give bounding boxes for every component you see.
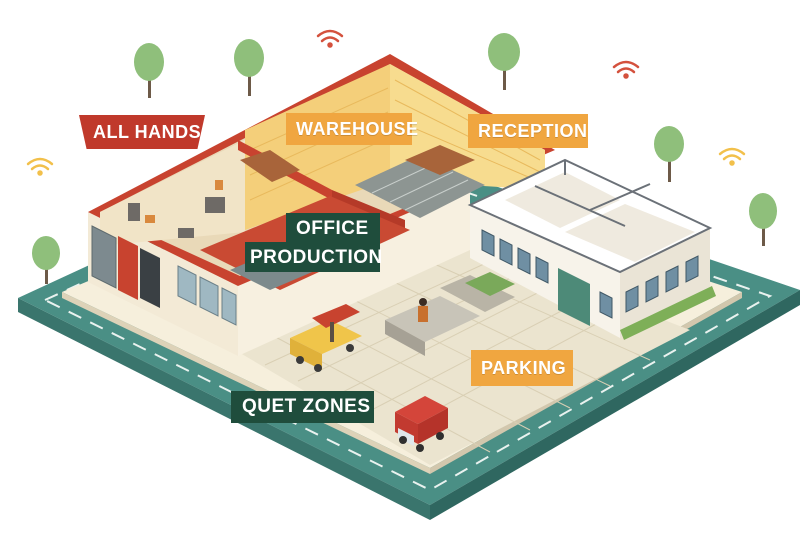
main-building (88, 54, 555, 356)
tree-icon (654, 126, 684, 182)
tree-icon (234, 39, 264, 96)
tree-icon (32, 236, 60, 284)
wifi-icon (26, 157, 54, 176)
plaza-furniture (385, 272, 515, 356)
label-all-hands: ALL HANDS (79, 115, 205, 149)
label-office: OFFICE (286, 213, 380, 243)
delivery-truck-icon (395, 396, 448, 452)
label-reception: RECEPTION (468, 114, 588, 148)
tree-icon (134, 43, 164, 98)
label-parking: PARKING (471, 350, 573, 386)
wifi-icon (718, 147, 746, 166)
label-production: PRODUCTION (245, 242, 382, 272)
label-quiet-zones: QUET ZONES (231, 391, 374, 423)
food-cart-icon (290, 304, 362, 372)
tree-icon (488, 33, 520, 90)
reception-building (467, 158, 716, 340)
tree-icon (749, 193, 777, 246)
label-warehouse: WAREHOUSE (286, 113, 418, 145)
wifi-icon (316, 29, 344, 48)
wifi-icon (612, 60, 640, 79)
